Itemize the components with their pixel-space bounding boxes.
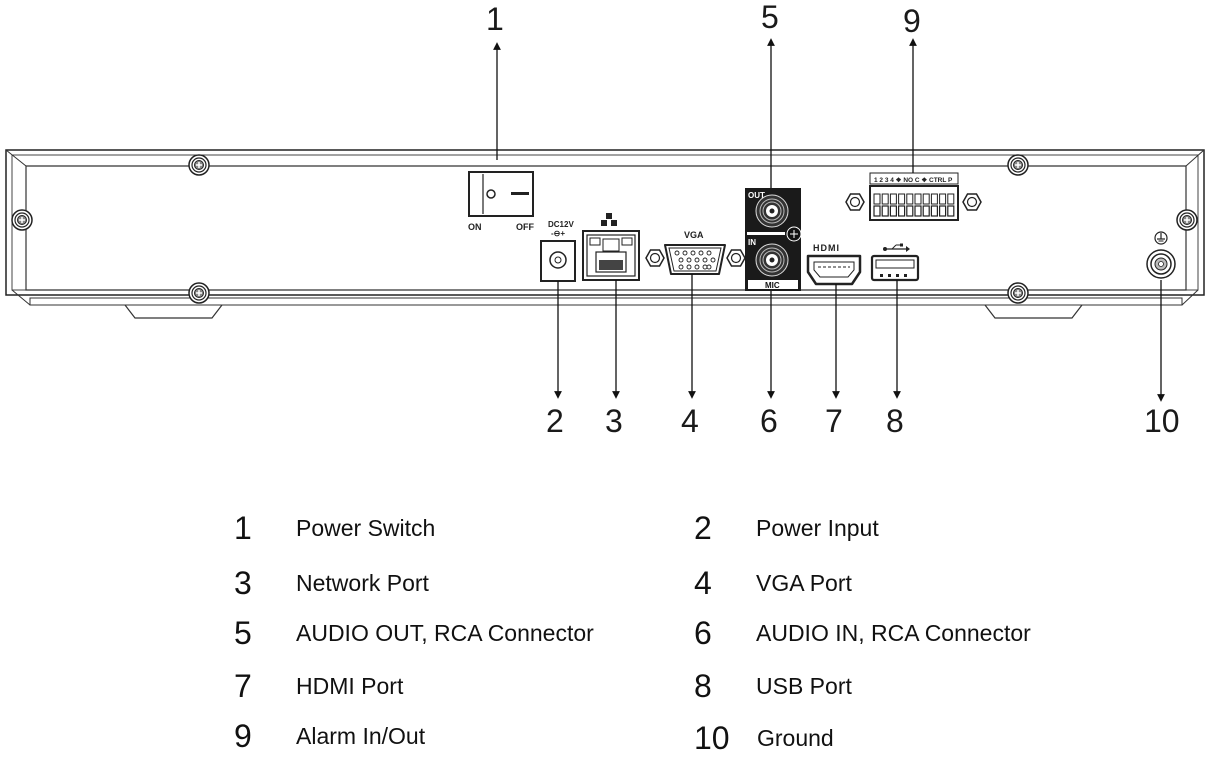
- alarm-pin-screw: [939, 193, 947, 205]
- alarm-pin-socket: [914, 205, 922, 217]
- callout-number-7: 7: [825, 403, 843, 439]
- usb-port: [870, 243, 920, 282]
- audio-out-rca: [755, 194, 789, 228]
- callout-number-1: 1: [486, 1, 504, 37]
- hdmi-port: HDMI: [806, 243, 862, 286]
- callout-number-4: 4: [681, 403, 699, 439]
- alarm-pin-socket: [889, 205, 898, 217]
- alarm-pin-screw: [898, 193, 906, 205]
- callout-leaders: [493, 38, 1165, 402]
- alarm-pin-screw: [930, 193, 938, 205]
- power-switch: ON OFF: [468, 171, 534, 232]
- dc-label: DC12V: [548, 220, 574, 229]
- alarm-pins: [873, 193, 955, 217]
- callout-number-5: 5: [761, 0, 779, 35]
- hdmi-logo: HDMI: [813, 243, 840, 253]
- switch-off-label: OFF: [516, 222, 534, 232]
- screw-icon: [11, 209, 33, 231]
- screw-icon: [1007, 154, 1029, 176]
- callout-number-9: 9: [903, 3, 921, 39]
- alarm-pin-socket: [947, 205, 955, 217]
- alarm-pin-screw: [922, 193, 930, 205]
- vga-label: VGA: [684, 230, 704, 240]
- callout-number-3: 3: [605, 403, 623, 439]
- audio-block: OUT IN MIC: [745, 188, 802, 291]
- audio-in-label: IN: [748, 238, 756, 247]
- vga-port: VGA: [664, 230, 726, 275]
- power-input-port: DC12V -⊖+: [540, 220, 576, 282]
- alarm-pin-socket: [906, 205, 914, 217]
- usb-icon: [883, 243, 910, 252]
- ground-icon: [1154, 231, 1168, 245]
- switch-on-label: ON: [468, 222, 482, 232]
- alarm-pin-screw: [873, 193, 881, 205]
- hex-nut-icon: [726, 249, 746, 267]
- alarm-pin-screw: [906, 193, 914, 205]
- hex-nut-icon: [645, 249, 665, 267]
- alarm-pin-screw: [889, 193, 897, 205]
- alarm-pin-screw: [947, 193, 955, 205]
- ground-screw-icon: [786, 226, 802, 242]
- hex-nut-icon: [962, 193, 982, 211]
- audio-out-label: OUT: [748, 191, 765, 200]
- callout-number-8: 8: [886, 403, 904, 439]
- callout-number-10: 10: [1144, 403, 1180, 439]
- screw-icon: [1007, 282, 1029, 304]
- alarm-pin-socket: [922, 205, 930, 217]
- alarm-pin-socket: [881, 205, 889, 217]
- alarm-pin-socket: [873, 205, 881, 217]
- hex-nut-icon: [845, 193, 865, 211]
- screw-icon: [1176, 209, 1198, 231]
- alarm-terminal: 1 2 3 4 ❖ NO C ❖ CTRL P: [869, 172, 959, 221]
- alarm-header-label: 1 2 3 4 ❖ NO C ❖ CTRL P: [874, 176, 953, 184]
- polarity-icon: -⊖+: [551, 229, 565, 238]
- ground-terminal: [1146, 231, 1176, 279]
- alarm-pin-socket: [930, 205, 939, 217]
- screw-icon: [188, 282, 210, 304]
- network-icon: [601, 213, 617, 226]
- mic-label: MIC: [765, 281, 780, 290]
- callout-number-2: 2: [546, 403, 564, 439]
- alarm-pin-socket: [938, 205, 947, 217]
- screw-icon: [188, 154, 210, 176]
- alarm-pin-screw: [914, 193, 922, 205]
- network-port: [582, 213, 640, 281]
- audio-in-rca: [755, 243, 789, 277]
- callout-number-6: 6: [760, 403, 778, 439]
- alarm-pin-socket: [897, 205, 906, 217]
- alarm-pin-screw: [881, 193, 889, 205]
